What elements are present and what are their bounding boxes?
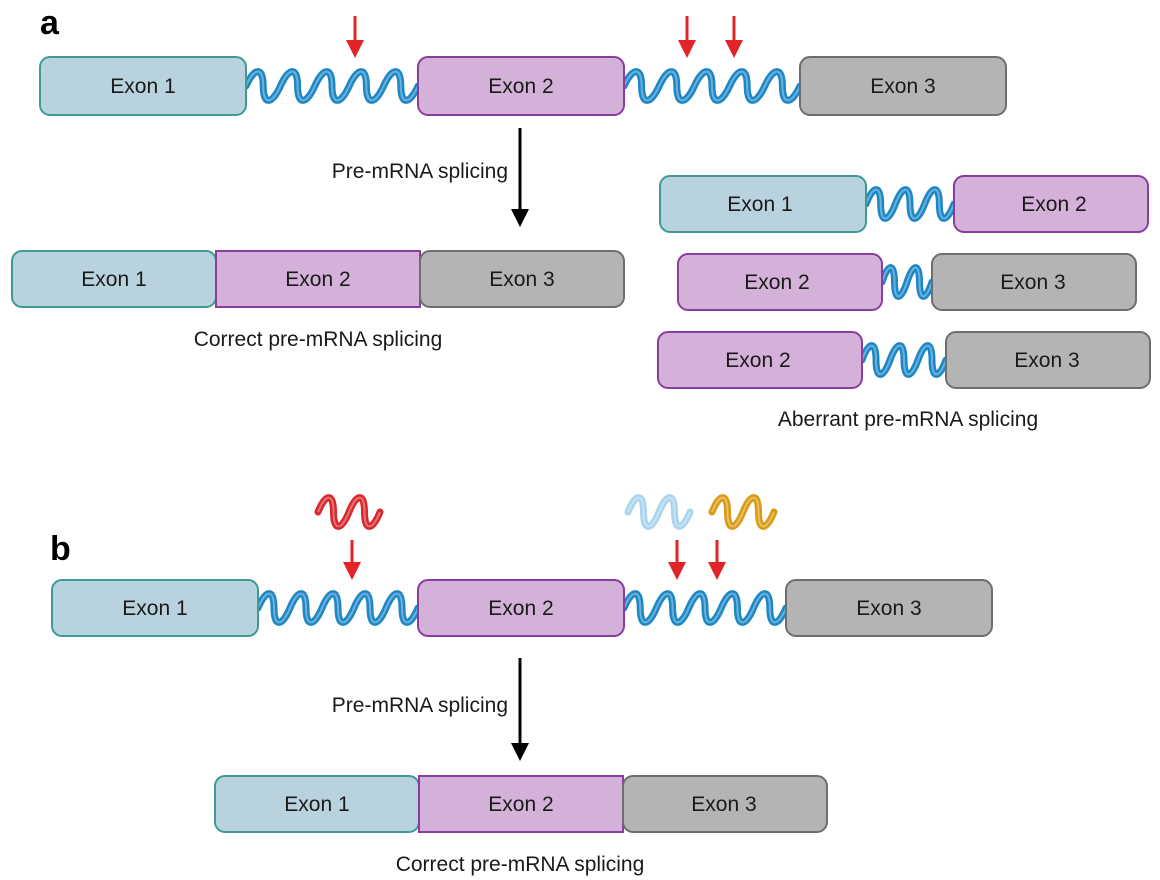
correct-splicing-caption: Correct pre-mRNA splicing bbox=[194, 328, 443, 351]
exon-3-box: Exon 3 bbox=[419, 250, 625, 308]
exon-2-label: Exon 2 bbox=[488, 597, 553, 620]
exon-1-label: Exon 1 bbox=[727, 193, 792, 216]
panel-b-correct-product: Exon 1 Exon 2 Exon 3 Correct pre-mRNA sp… bbox=[214, 775, 828, 876]
exon-2-label: Exon 2 bbox=[488, 75, 553, 98]
exon-3-label: Exon 3 bbox=[489, 268, 554, 291]
oligonucleotide-red bbox=[314, 494, 384, 530]
panel-b-label: b bbox=[50, 530, 71, 568]
mutation-arrow bbox=[678, 16, 696, 58]
exon-2-box: Exon 2 bbox=[677, 253, 883, 311]
exon-2-label: Exon 2 bbox=[1021, 193, 1086, 216]
exon-3-box: Exon 3 bbox=[799, 56, 1007, 116]
exon-2-box: Exon 2 bbox=[418, 775, 624, 833]
panel-b-introns bbox=[254, 590, 790, 626]
exon-2-box: Exon 2 bbox=[657, 331, 863, 389]
mutation-arrow bbox=[725, 16, 743, 58]
exon-2-label: Exon 2 bbox=[744, 271, 809, 294]
panel-a-gene: Exon 1 Exon 2 Exon 3 bbox=[39, 56, 1007, 116]
panel-a-mutation-arrows bbox=[346, 16, 743, 58]
intron-helix bbox=[858, 342, 950, 378]
exon-3-label: Exon 3 bbox=[691, 793, 756, 816]
exon-3-box: Exon 3 bbox=[622, 775, 828, 833]
exon-1-label: Exon 1 bbox=[284, 793, 349, 816]
splicing-label: Pre-mRNA splicing bbox=[332, 694, 508, 717]
panel-b-oligonucleotides bbox=[314, 494, 778, 530]
mutation-arrow bbox=[708, 540, 726, 580]
panel-a-aberrant-products: Exon 1 Exon 2 Exon 2 Exon 3 Exon 2 bbox=[657, 175, 1151, 431]
exon-3-label: Exon 3 bbox=[856, 597, 921, 620]
panel-a-label: a bbox=[40, 4, 60, 42]
exon-1-label: Exon 1 bbox=[110, 75, 175, 98]
mutation-arrow bbox=[668, 540, 686, 580]
panel-b-gene: Exon 1 Exon 2 Exon 3 bbox=[51, 579, 993, 637]
exon-2-label: Exon 2 bbox=[488, 793, 553, 816]
mutation-arrow bbox=[343, 540, 361, 580]
exon-2-label: Exon 2 bbox=[725, 349, 790, 372]
aberrant-row-2: Exon 2 Exon 3 bbox=[677, 253, 1137, 311]
panel-a-correct-product: Exon 1 Exon 2 Exon 3 Correct pre-mRNA sp… bbox=[11, 250, 625, 351]
intron-helix bbox=[620, 590, 790, 626]
exon-2-box: Exon 2 bbox=[953, 175, 1149, 233]
exon-2-label: Exon 2 bbox=[285, 268, 350, 291]
exon-2-box: Exon 2 bbox=[215, 250, 421, 308]
exon-1-box: Exon 1 bbox=[659, 175, 867, 233]
intron-helix bbox=[242, 68, 422, 104]
exon-1-box: Exon 1 bbox=[39, 56, 247, 116]
exon-3-label: Exon 3 bbox=[870, 75, 935, 98]
panel-b-mutation-arrows bbox=[343, 540, 726, 580]
exon-2-box: Exon 2 bbox=[417, 579, 625, 637]
exon-3-box: Exon 3 bbox=[945, 331, 1151, 389]
exon-1-box: Exon 1 bbox=[214, 775, 420, 833]
intron-helix bbox=[620, 68, 804, 104]
oligonucleotide-orange bbox=[708, 494, 778, 530]
exon-1-box: Exon 1 bbox=[11, 250, 217, 308]
panel-a-introns bbox=[242, 68, 958, 378]
exon-3-box: Exon 3 bbox=[785, 579, 993, 637]
intron-helix bbox=[878, 264, 936, 300]
exon-3-label: Exon 3 bbox=[1000, 271, 1065, 294]
oligonucleotide-light-blue bbox=[624, 494, 694, 530]
intron-helix bbox=[254, 590, 422, 626]
exon-1-label: Exon 1 bbox=[122, 597, 187, 620]
exon-3-label: Exon 3 bbox=[1014, 349, 1079, 372]
exon-1-box: Exon 1 bbox=[51, 579, 259, 637]
correct-splicing-caption: Correct pre-mRNA splicing bbox=[396, 853, 645, 876]
aberrant-row-3: Exon 2 Exon 3 bbox=[657, 331, 1151, 389]
aberrant-splicing-caption: Aberrant pre-mRNA splicing bbox=[778, 408, 1038, 431]
exon-1-label: Exon 1 bbox=[81, 268, 146, 291]
exon-2-box: Exon 2 bbox=[417, 56, 625, 116]
exon-3-box: Exon 3 bbox=[931, 253, 1137, 311]
aberrant-row-1: Exon 1 Exon 2 bbox=[659, 175, 1149, 233]
intron-helix bbox=[862, 186, 958, 222]
mutation-arrow bbox=[346, 16, 364, 58]
splicing-label: Pre-mRNA splicing bbox=[332, 160, 508, 183]
